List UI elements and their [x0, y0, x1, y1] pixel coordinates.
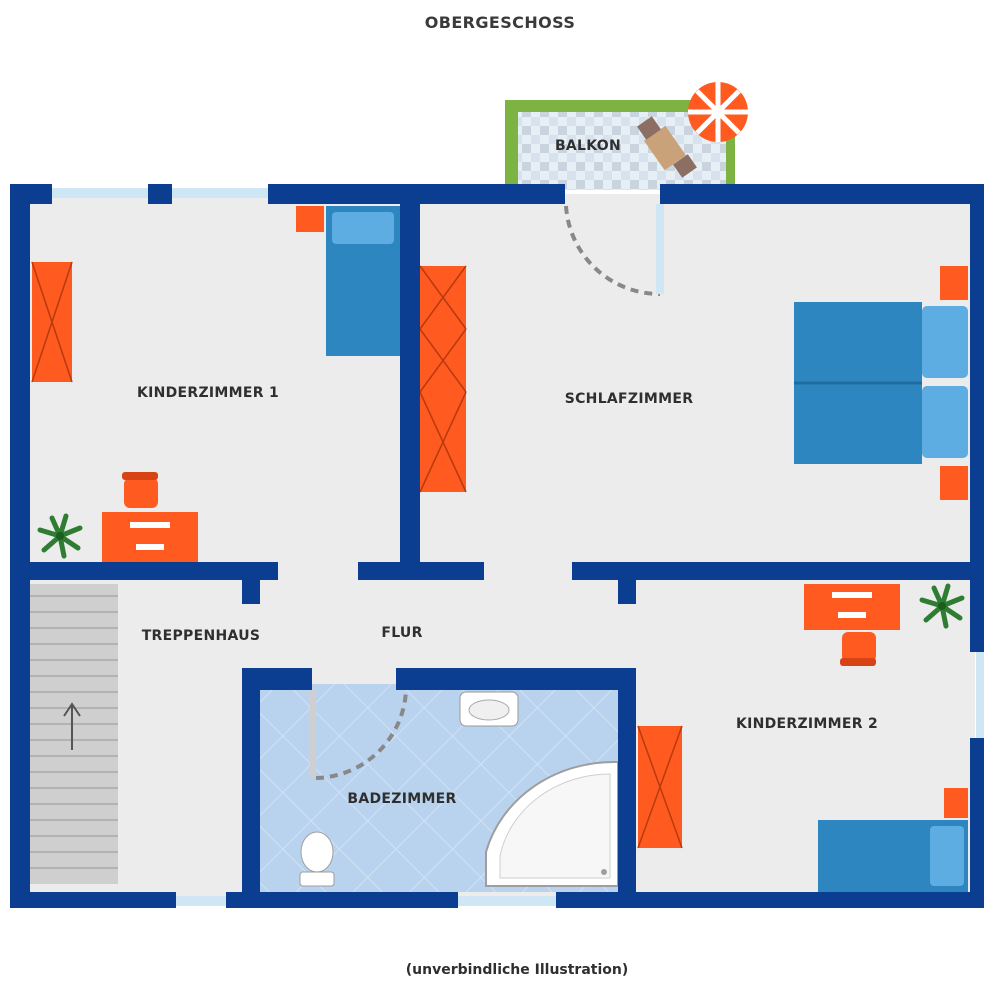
chair-icon: [840, 632, 876, 666]
bathtub-icon: [485, 760, 619, 887]
wardrobe-icon: [419, 265, 467, 493]
bed-icon: [794, 302, 968, 464]
plant-icon: [37, 513, 83, 559]
wardrobe-icon: [637, 725, 683, 849]
nightstand-icon: [940, 466, 968, 500]
desk-icon: [804, 584, 900, 630]
windows: [52, 188, 984, 906]
desk-icon: [102, 512, 198, 562]
bed-icon: [818, 820, 968, 892]
umbrella-icon: [688, 82, 748, 142]
room-label-flur: FLUR: [381, 625, 422, 641]
footnote: (unverbindliche Illustration): [406, 962, 629, 978]
stairs-icon: [30, 584, 118, 884]
room-labels: BALKON KINDERZIMMER 1 SCHLAFZIMMER TREPP…: [137, 138, 878, 807]
balcony: [505, 82, 748, 190]
room-label-schlafzimmer: SCHLAFZIMMER: [565, 391, 694, 407]
plan-title: OBERGESCHOSS: [425, 13, 576, 32]
door-leaves: [310, 204, 664, 778]
room-label-balkon: BALKON: [555, 138, 621, 154]
nightstand-icon: [944, 788, 968, 818]
chair-icon: [122, 472, 158, 508]
nightstand-icon: [940, 266, 968, 300]
room-label-kinderzimmer-2: KINDERZIMMER 2: [736, 716, 878, 732]
doors: [315, 205, 661, 780]
room-label-treppenhaus: TREPPENHAUS: [142, 628, 261, 644]
room-label-badezimmer: BADEZIMMER: [347, 791, 456, 807]
bed-icon: [326, 206, 400, 356]
sink-icon: [459, 691, 519, 727]
plant-icon: [919, 583, 965, 629]
balcony-furniture: [637, 116, 697, 178]
wardrobe-icon: [31, 261, 73, 383]
room-label-kinderzimmer-1: KINDERZIMMER 1: [137, 385, 279, 401]
nightstand-icon: [296, 206, 324, 232]
furniture: [30, 206, 968, 892]
toilet-icon: [299, 831, 335, 887]
walls: [10, 184, 984, 908]
